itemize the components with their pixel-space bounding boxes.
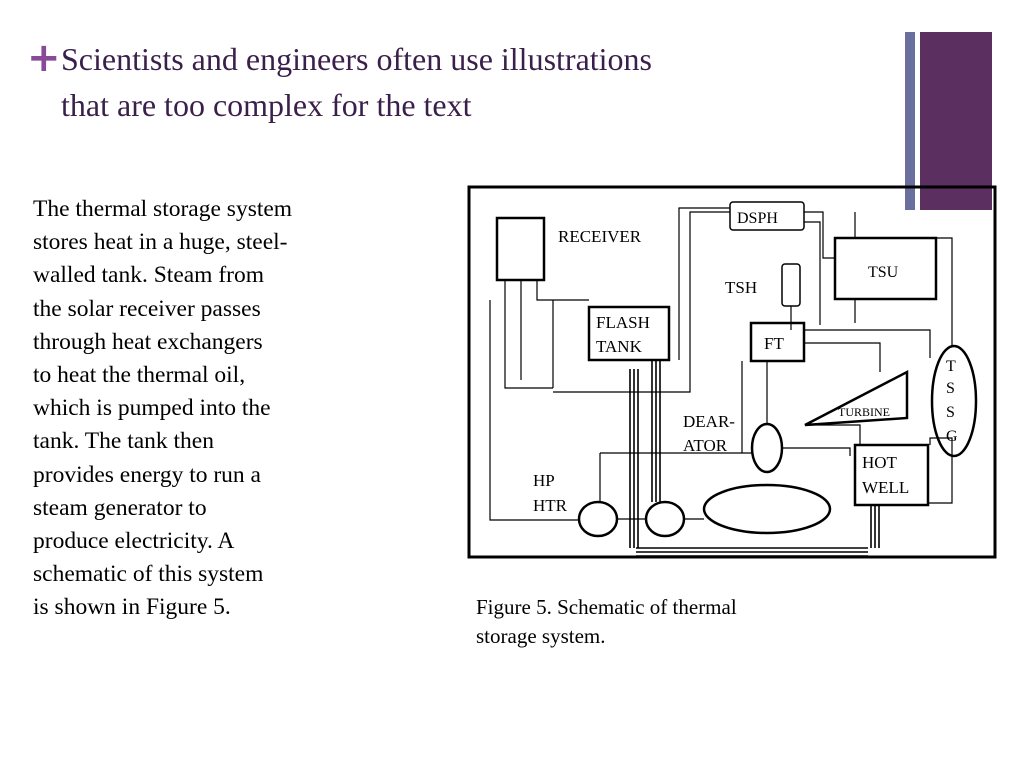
label-ft: FT bbox=[764, 334, 784, 353]
piping-lines bbox=[489, 207, 953, 521]
body-line: provides energy to run a bbox=[33, 461, 261, 488]
label-tssg-t: T bbox=[946, 358, 956, 375]
slide-title-line-2: that are too complex for the text bbox=[61, 87, 472, 123]
diagram-frame bbox=[467, 185, 997, 559]
caption-line-1: Figure 5. Schematic of thermal bbox=[476, 595, 737, 619]
body-line: the solar receiver passes bbox=[33, 295, 261, 322]
body-line: tank. The tank then bbox=[33, 428, 214, 455]
caption-line-2: storage system. bbox=[476, 624, 606, 648]
label-tsu: TSU bbox=[868, 264, 899, 281]
body-line: steam generator to bbox=[33, 494, 207, 521]
figure-caption: Figure 5. Schematic of thermal storage s… bbox=[476, 593, 737, 651]
dsph-box bbox=[729, 201, 805, 231]
tsu-box bbox=[833, 236, 938, 301]
label-hp-2: HTR bbox=[533, 496, 568, 515]
label-tssg-s2: S bbox=[946, 404, 955, 421]
label-dear-1: DEAR- bbox=[683, 412, 735, 431]
body-line: through heat exchangers bbox=[33, 328, 263, 355]
label-flash-1: FLASH bbox=[596, 313, 650, 332]
body-line: walled tank. Steam from bbox=[33, 262, 265, 289]
body-line: stores heat in a huge, steel- bbox=[33, 229, 288, 256]
accent-bar-thin bbox=[905, 32, 915, 210]
body-line: The thermal storage system bbox=[33, 196, 293, 222]
flash-tank-box bbox=[587, 305, 671, 362]
slide-title-line-1: Scientists and engineers often use illus… bbox=[61, 41, 652, 77]
label-dear-2: ATOR bbox=[683, 436, 728, 455]
receiver-box bbox=[495, 216, 546, 282]
label-flash-2: TANK bbox=[596, 337, 643, 356]
hp-heater-ellipse-1 bbox=[577, 500, 619, 538]
body-line: schematic of this system bbox=[33, 561, 264, 588]
deaerator-ellipse bbox=[750, 422, 784, 474]
label-turbine: TURBINE bbox=[838, 405, 890, 419]
storage-tank-ellipse bbox=[702, 483, 832, 535]
body-line: produce electricity. A bbox=[33, 528, 235, 555]
plus-bullet-icon: + bbox=[27, 35, 61, 81]
tsh-box bbox=[781, 263, 801, 307]
ft-box bbox=[749, 321, 806, 363]
body-line: to heat the thermal oil, bbox=[33, 362, 246, 389]
label-receiver: RECEIVER bbox=[558, 227, 642, 246]
label-hot-2: WELL bbox=[862, 478, 909, 497]
bundled-pipes bbox=[629, 360, 880, 557]
body-line: which is pumped into the bbox=[33, 395, 271, 422]
label-tssg-g: G bbox=[946, 428, 958, 445]
accent-bar-thick bbox=[920, 32, 992, 210]
hot-well-box bbox=[853, 443, 930, 507]
body-line: is shown in Figure 5. bbox=[33, 594, 231, 621]
label-tssg-s1: S bbox=[946, 380, 955, 397]
label-dsph: DSPH bbox=[737, 210, 778, 227]
body-paragraph: The thermal storage system stores heat i… bbox=[33, 193, 413, 625]
label-tsh: TSH bbox=[725, 278, 757, 297]
slide-title: Scientists and engineers often use illus… bbox=[61, 36, 911, 128]
hp-heater-ellipse-2 bbox=[644, 500, 686, 538]
tssg-ellipse bbox=[930, 344, 978, 458]
label-hp-1: HP bbox=[533, 471, 555, 490]
label-hot-1: HOT bbox=[862, 453, 898, 472]
turbine-shape bbox=[804, 369, 909, 427]
